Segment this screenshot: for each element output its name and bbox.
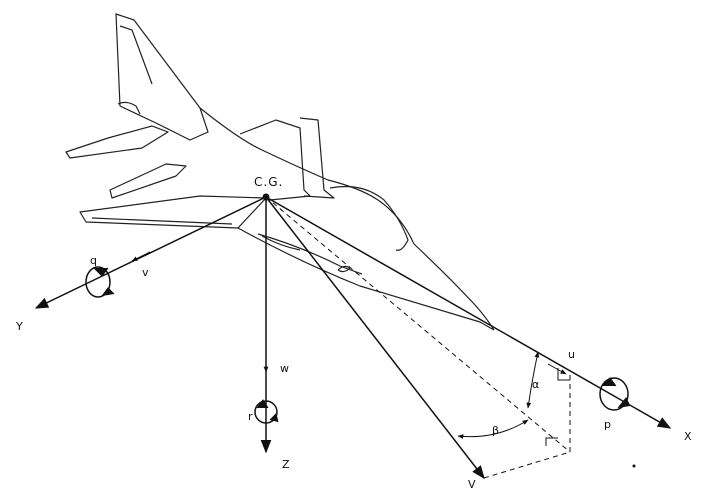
alpha-angle-arc	[526, 351, 540, 409]
cg-label: C.G.	[254, 175, 283, 189]
y-axis-line	[34, 196, 267, 309]
p-label: p	[604, 418, 611, 431]
x-axis-line	[265, 196, 672, 429]
u-label: u	[568, 348, 575, 361]
cg-point	[262, 193, 270, 201]
y-axis-label: Y	[15, 320, 23, 333]
w-label: w	[280, 362, 289, 375]
alpha-label: α	[532, 378, 539, 391]
p-rotation-icon	[599, 377, 631, 411]
z-axis-label: Z	[282, 458, 290, 471]
velocity-projection-line	[265, 196, 571, 453]
right-angle-mark-2	[545, 437, 558, 446]
r-rotation-icon	[254, 399, 279, 424]
u-component-arrow	[547, 363, 567, 375]
v-label: v	[142, 266, 149, 279]
q-rotation-icon	[85, 266, 115, 298]
stray-dot	[632, 464, 636, 468]
beta-angle-arc	[457, 419, 529, 439]
q-label: q	[90, 254, 97, 267]
velocity-vector	[265, 196, 485, 480]
r-label: r	[248, 410, 253, 423]
projection-dash-1	[483, 451, 571, 479]
velocity-label: V	[468, 478, 476, 491]
beta-label: β	[492, 424, 499, 437]
right-angle-mark-1	[557, 368, 570, 381]
v-component-arrow	[131, 251, 151, 262]
x-axis-label: X	[684, 430, 692, 443]
aircraft-outline	[65, 13, 495, 331]
body-axes	[34, 193, 672, 480]
